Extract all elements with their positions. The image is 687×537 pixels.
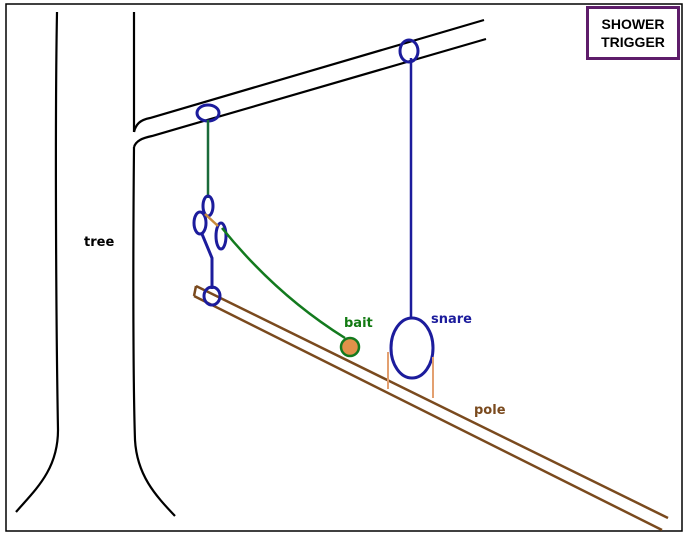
pole-upper-edge: [195, 284, 669, 520]
title-line-2: TRIGGER: [601, 34, 665, 50]
branch-lower-edge: [132, 37, 487, 148]
snare-noose: [389, 316, 435, 380]
label-snare: snare: [431, 312, 472, 327]
label-pole: pole: [474, 403, 506, 418]
label-tree: tree: [84, 235, 114, 250]
title-box: SHOWER TRIGGER: [586, 6, 680, 60]
label-bait: bait: [344, 316, 373, 331]
tree-trunk-left-edge: [15, 11, 60, 513]
pole-end-loop: [202, 285, 222, 307]
trigger-toggle-left: [192, 210, 208, 236]
branch-upper-edge: [132, 18, 485, 133]
outer-frame: [5, 3, 683, 532]
pole-end-cap: [192, 285, 198, 297]
bait-line: [221, 227, 346, 340]
title-line-1: SHOWER: [601, 16, 665, 32]
tree-trunk-right-edge-lower: [132, 146, 176, 517]
trigger-toggle-right: [214, 221, 228, 251]
bait-ball: [339, 336, 361, 358]
snare-branch-loop: [398, 38, 420, 64]
trigger-lower-line: [200, 233, 214, 289]
trigger-toggle-stick: [204, 213, 219, 227]
pole-lower-edge: [193, 294, 663, 532]
